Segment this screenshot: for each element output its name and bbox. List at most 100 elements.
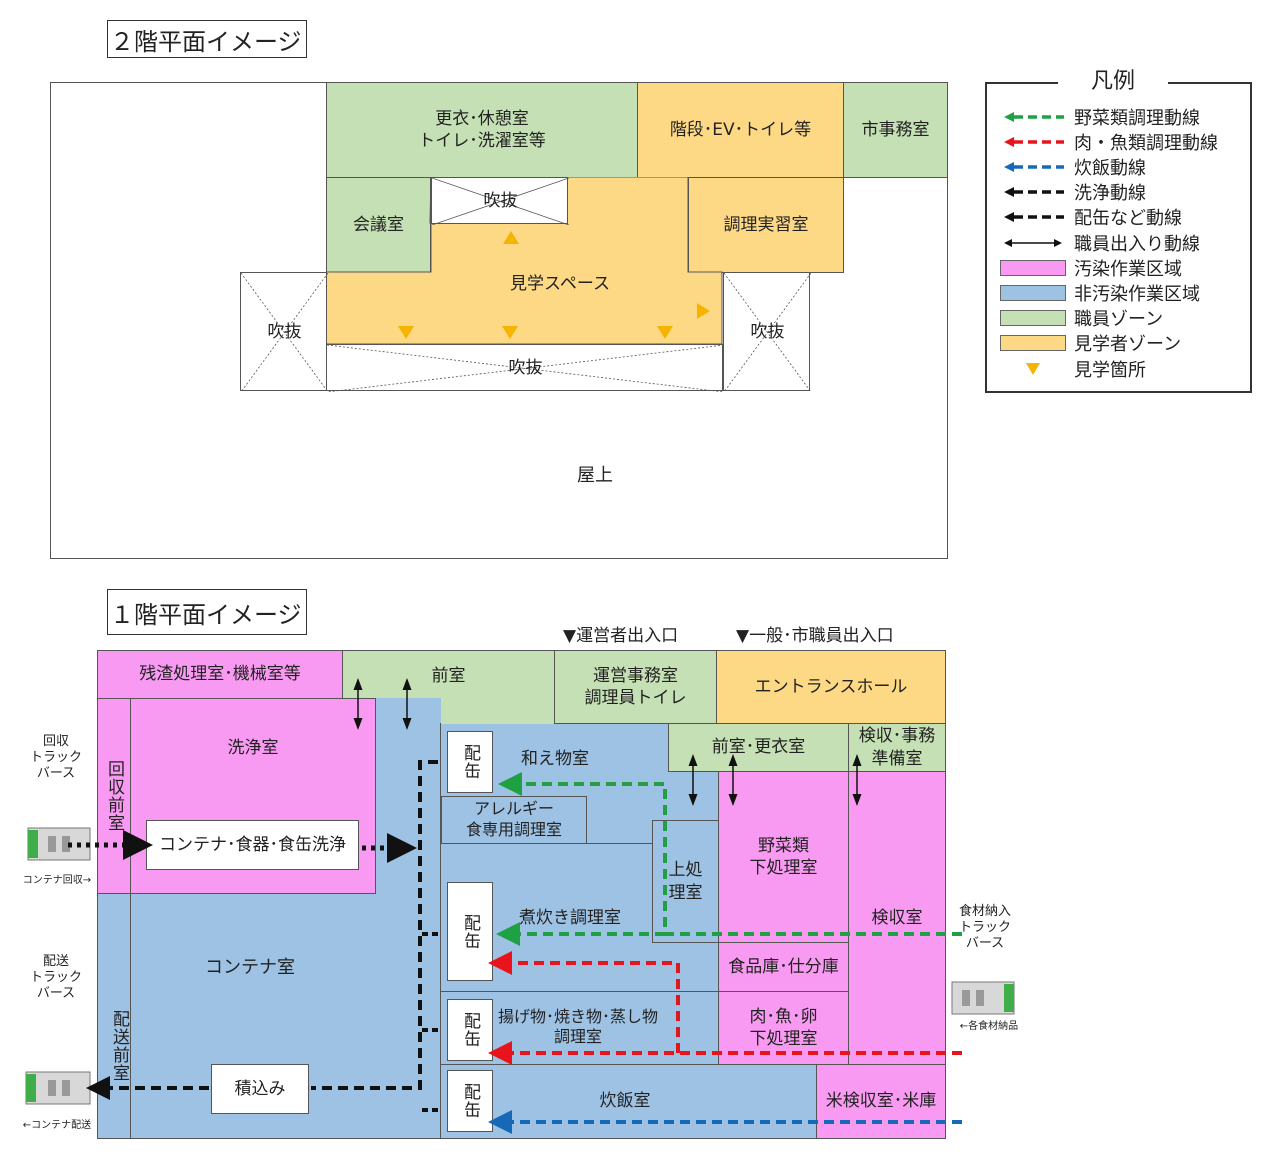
anteroom-lower <box>441 698 555 724</box>
room-container-wash: コンテナ･食器･食缶洗浄 <box>146 820 359 870</box>
entrance-operator: ▼運営者出入口 <box>563 626 679 647</box>
room-stairs: 階段･EV･トイレ等 <box>637 82 844 178</box>
legend-symbol <box>1000 206 1066 228</box>
room-storage: 食品庫･仕分庫 <box>718 942 849 992</box>
legend-item: 炊飯動線 <box>1000 154 1245 179</box>
anteroom-clean <box>375 698 441 723</box>
legend-item: 非汚染作業区域 <box>1000 280 1245 305</box>
void-left: 吹抜 <box>240 272 328 392</box>
room-aemono: 和え物室 <box>521 749 589 770</box>
room-meat-prep: 肉･魚･卵 下処理室 <box>718 991 849 1065</box>
legend-swatch <box>1000 284 1066 301</box>
legend-item: 配缶など動線 <box>1000 205 1245 230</box>
legend-line-icon <box>1004 161 1064 172</box>
legend-swatch <box>1000 335 1066 352</box>
legend-label: 見学箇所 <box>1074 359 1146 381</box>
legend-label: 洗浄動線 <box>1074 183 1146 205</box>
legend-swatch <box>1000 310 1066 327</box>
void-left-cross <box>241 273 328 392</box>
legend-line-icon <box>1004 238 1062 247</box>
void-left-label: 吹抜 <box>267 321 302 342</box>
room-container-room: コンテナ室 <box>205 956 295 978</box>
room-entrance-hall: エントランスホール <box>716 650 946 724</box>
legend-symbol <box>1000 156 1066 178</box>
truck-deliver-icon <box>25 1071 91 1105</box>
void-right: 吹抜 <box>723 272 811 392</box>
deliver-berth-label: 配送 トラック バース <box>29 953 82 1002</box>
legend-symbol <box>1000 131 1066 153</box>
room-residue: 残渣処理室･機械室等 <box>97 650 343 699</box>
room-nitaki: 煮炊き調理室 <box>519 908 621 929</box>
legend-title: 凡例 <box>1058 64 1168 94</box>
legend-line-icon <box>1004 136 1064 147</box>
room-changing: 更衣･休憩室 トイレ･洗濯室等 <box>326 82 638 178</box>
void-bottom-label: 吹抜 <box>508 357 543 378</box>
room-veg-prep: 野菜類 下処理室 <box>718 771 849 943</box>
void-right-cross <box>724 273 811 392</box>
room-serve-4: 配缶 <box>447 1070 493 1132</box>
legend-item: 野菜類調理動線 <box>1000 104 1245 129</box>
legend-symbol <box>1000 358 1066 380</box>
legend-item: 見学箇所 <box>1000 356 1245 381</box>
void-right-label: 吹抜 <box>750 321 785 342</box>
legend-line-icon <box>1004 187 1064 198</box>
legend-line-icon <box>1004 111 1064 122</box>
room-rice: 炊飯室 <box>599 1091 651 1112</box>
legend-label: 職員出入り動線 <box>1074 233 1200 255</box>
room-city-office: 市事務室 <box>843 82 948 178</box>
room-deliver-ante: 配送前室 <box>97 893 131 1139</box>
room-rice-inspect: 米検収室･米庫 <box>816 1064 946 1139</box>
room-inspect-office: 検収･事務 準備室 <box>848 723 946 772</box>
collect-berth-label: 回収 トラック バース <box>29 733 82 782</box>
void-bottom-cross <box>327 345 724 392</box>
room-serve-1: 配缶 <box>447 731 493 793</box>
legend-item: 洗浄動線 <box>1000 180 1245 205</box>
view-marker-icon <box>1026 362 1040 375</box>
void-top-cross <box>432 178 569 225</box>
legend-symbol <box>1000 181 1066 203</box>
legend-symbol <box>1000 106 1066 128</box>
room-visit-space: 見学スペース <box>510 274 610 295</box>
legend-label: 非汚染作業区域 <box>1074 283 1200 305</box>
room-loading: 積込み <box>211 1064 309 1114</box>
void-top: 吹抜 <box>431 177 569 225</box>
floor2-title: ２階平面イメージ <box>107 20 307 58</box>
void-top-label: 吹抜 <box>483 190 518 211</box>
void-bottom: 吹抜 <box>326 344 724 392</box>
divider-allergy <box>441 843 653 844</box>
roof-label: 屋上 <box>577 464 613 486</box>
divider-rice <box>441 1064 817 1065</box>
legend-label: 職員ゾーン <box>1074 309 1164 331</box>
legend-symbol <box>1000 232 1066 254</box>
food-delivery-label: ←各食材納品 <box>959 1020 1019 1032</box>
legend-label: 肉・魚類調理動線 <box>1074 132 1218 154</box>
entrance-general: ▼一般･市職員出入口 <box>736 626 894 647</box>
container-collect-label: コンテナ回収→ <box>22 874 92 886</box>
legend-item: 職員ゾーン <box>1000 306 1245 331</box>
legend-label: 配缶など動線 <box>1074 208 1182 230</box>
room-serve-2: 配缶 <box>447 882 493 981</box>
legend-item: 職員出入り動線 <box>1000 230 1245 255</box>
room-training: 調理実習室 <box>688 177 844 273</box>
truck-collect-icon <box>27 827 91 861</box>
legend-label: 炊飯動線 <box>1074 157 1146 179</box>
room-serve-3: 配缶 <box>447 999 493 1061</box>
legend-item: 汚染作業区域 <box>1000 255 1245 280</box>
legend-line-icon <box>1004 212 1064 223</box>
truck-food-icon <box>951 981 1015 1015</box>
room-upper-proc: 上処 理室 <box>652 820 719 943</box>
container-deliver-label: ←コンテナ配送 <box>22 1119 92 1131</box>
room-ante-locker: 前室･更衣室 <box>668 723 849 772</box>
legend-label: 野菜類調理動線 <box>1074 107 1200 129</box>
divider-agemono <box>441 991 719 992</box>
legend-label: 見学者ゾーン <box>1074 334 1182 356</box>
room-meeting: 会議室 <box>326 177 431 273</box>
legend-symbol <box>1000 332 1066 354</box>
room-allergy: アレルギー 食専用調理室 <box>441 796 587 844</box>
room-anteroom: 前室 <box>342 650 555 699</box>
legend-item: 見学者ゾーン <box>1000 331 1245 356</box>
food-berth-label: 食材納入 トラック バース <box>958 903 1011 952</box>
legend-item: 肉・魚類調理動線 <box>1000 129 1245 154</box>
room-agemono: 揚げ物･焼き物･蒸し物 調理室 <box>497 1007 658 1046</box>
legend-symbol <box>1000 257 1066 279</box>
